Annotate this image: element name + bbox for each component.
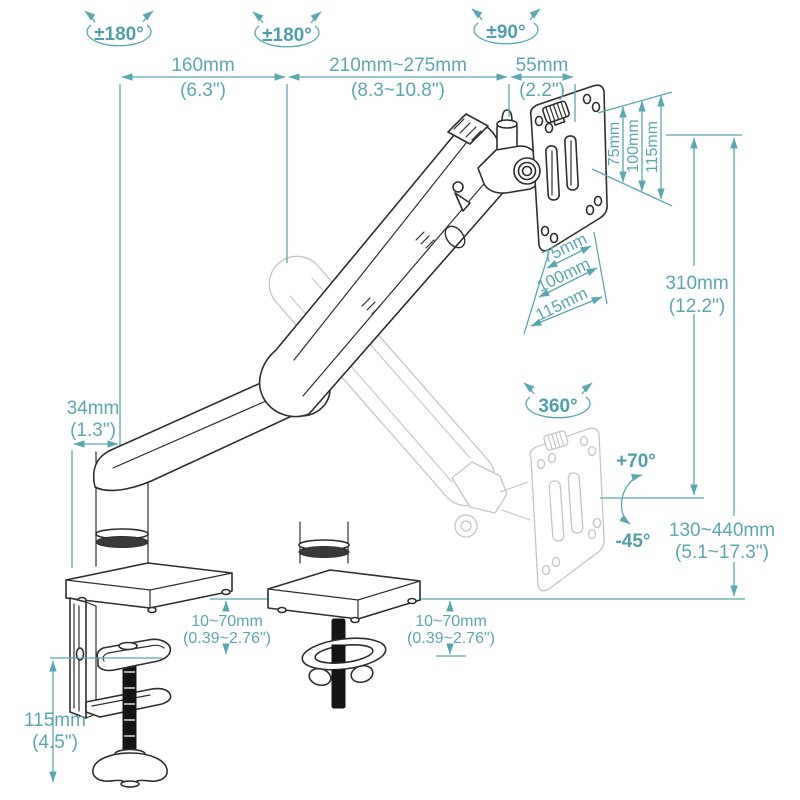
arm-end-grip [447, 113, 489, 145]
dim-arm2-mm: 210mm~275mm [329, 55, 467, 76]
dim-pole-offset-in: (1.3") [70, 420, 116, 441]
release-latch [454, 192, 471, 212]
ghost-vesa-slot [548, 480, 565, 542]
dim-height-range-in: (5.1~17.3") [675, 542, 769, 563]
dim-vesa-v115: 115mm [644, 121, 661, 173]
pole-ring [298, 546, 350, 558]
monitor-arm-drawing [65, 84, 608, 788]
grommet-ring [301, 637, 387, 709]
ghost-thumbscrew [543, 430, 569, 451]
badge-base-swivel [84, 10, 154, 47]
grommet-base [267, 521, 421, 709]
dim-desk-left-in: (0.39~2.76") [183, 630, 271, 647]
badge-head-swivel-label: ±90° [486, 22, 525, 43]
labels: ±180° ±180° ±90° 360° 160mm (6.3") 210mm… [24, 22, 775, 753]
ghost-vesa-plate [529, 427, 605, 592]
dim-pole-offset-mm: 34mm [67, 398, 120, 419]
dim-arm2-in: (8.3~10.8") [351, 80, 445, 101]
dim-height-range-mm: 130~440mm [669, 520, 775, 541]
clamp-knob [92, 752, 168, 788]
c-clamp [69, 597, 172, 788]
badge-elbow-swivel [252, 11, 322, 48]
dim-clamp-height-in: (4.5") [32, 732, 78, 753]
badge-vesa-rotate-label: 360° [538, 396, 577, 417]
dim-head-mm: 55mm [516, 55, 569, 76]
badge-vesa-rotate [523, 382, 593, 419]
clamp-pad [96, 638, 172, 672]
ghost-vesa-slot [567, 472, 584, 534]
pole-ring [95, 536, 149, 548]
clamp-base [65, 562, 233, 614]
dimension-annotations [49, 8, 772, 783]
vesa-holes [534, 93, 603, 244]
tilt-down-label: -45° [615, 531, 650, 552]
dim-line-vesa-75h [546, 245, 592, 269]
ghost-vesa-holes [536, 435, 602, 576]
vesa-plate [529, 84, 608, 252]
dim-arm1-mm: 160mm [171, 55, 234, 76]
dim-desk-right-in: (0.39~2.76") [407, 630, 495, 647]
dim-head-in: (2.2") [519, 80, 565, 101]
dim-arm1-in: (6.3") [180, 80, 226, 101]
dim-desk-left-mm: 10~70mm [191, 613, 263, 630]
cable-ring [444, 225, 466, 249]
dim-lift-in: (12.2") [669, 296, 725, 317]
ghost-head-clevis [451, 461, 508, 514]
dim-desk-right-mm: 10~70mm [415, 613, 487, 630]
tilt-up-label: +70° [616, 451, 656, 472]
dim-vesa-v100: 100mm [625, 119, 642, 172]
tilt-arc [619, 473, 643, 525]
badge-elbow-swivel-label: ±180° [262, 25, 312, 46]
clamp-screw [122, 654, 137, 758]
dim-vesa-v75: 75mm [606, 122, 623, 166]
dim-clamp-height-mm: 115mm [24, 710, 86, 731]
dim-lift-mm: 310mm [665, 273, 728, 294]
badge-head-swivel [471, 8, 541, 45]
dim-line-vesa-100h [538, 267, 598, 298]
badge-base-swivel-label: ±180° [94, 24, 144, 45]
vesa-thumbscrew [542, 100, 570, 126]
dim-line-vesa-115h [530, 296, 603, 327]
